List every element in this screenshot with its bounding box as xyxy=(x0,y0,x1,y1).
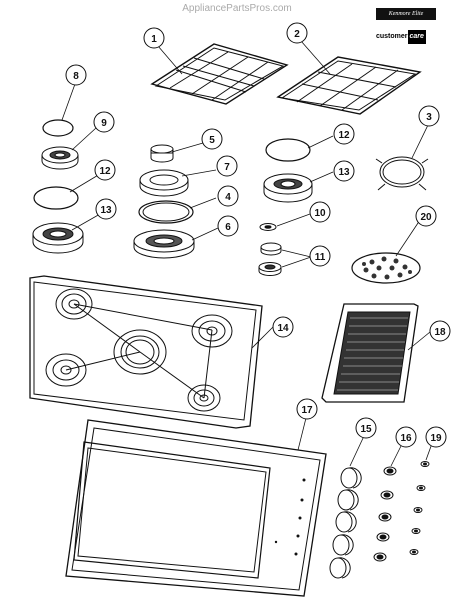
part-11-small-burner[interactable] xyxy=(258,242,282,276)
callout-2: 2 xyxy=(286,22,308,44)
callout-3: 3 xyxy=(418,105,440,127)
svg-text:16: 16 xyxy=(400,433,412,444)
callout-20: 20 xyxy=(415,205,437,227)
part-9-burner-base[interactable] xyxy=(41,146,79,170)
callout-4: 4 xyxy=(217,185,239,207)
svg-text:3: 3 xyxy=(426,112,432,123)
callout-1: 1 xyxy=(143,27,165,49)
callout-8: 8 xyxy=(65,64,87,86)
svg-text:2: 2 xyxy=(294,29,300,40)
svg-text:17: 17 xyxy=(301,405,313,416)
callout-13-right: 13 xyxy=(333,160,355,182)
part-5-simmer-cap[interactable] xyxy=(150,144,174,163)
part-2-grate-right[interactable] xyxy=(276,56,422,115)
part-8-burner-cap[interactable] xyxy=(42,119,74,137)
callout-14: 14 xyxy=(272,316,294,338)
part-12-burner-cap-left[interactable] xyxy=(33,186,79,210)
part-20-perforated-plate[interactable] xyxy=(351,252,421,284)
callout-13-left: 13 xyxy=(95,198,117,220)
part-14-cooktop-surface[interactable] xyxy=(29,275,263,429)
part-18-griddle[interactable] xyxy=(321,303,419,403)
svg-text:11: 11 xyxy=(315,252,326,263)
svg-text:8: 8 xyxy=(73,71,79,82)
part-17-cooktop-frame[interactable] xyxy=(65,419,327,597)
callout-5: 5 xyxy=(201,128,223,150)
part-1-grate-left[interactable] xyxy=(150,43,289,105)
svg-text:12: 12 xyxy=(99,166,111,177)
part-19-knob-clips[interactable] xyxy=(409,461,430,555)
callout-17: 17 xyxy=(296,398,318,420)
svg-text:4: 4 xyxy=(225,192,231,203)
part-16-knob-bezels[interactable] xyxy=(373,466,397,562)
svg-text:18: 18 xyxy=(434,327,446,338)
part-13-burner-base-left[interactable] xyxy=(32,222,84,254)
part-13-burner-base-right[interactable] xyxy=(263,173,313,203)
svg-text:20: 20 xyxy=(420,212,432,223)
svg-text:10: 10 xyxy=(314,208,326,219)
callout-15: 15 xyxy=(355,417,377,439)
callout-11: 11 xyxy=(309,245,331,267)
part-3-wok-ring[interactable] xyxy=(375,156,429,191)
svg-text:1: 1 xyxy=(151,34,157,45)
part-6-burner-base[interactable] xyxy=(133,229,195,259)
svg-text:12: 12 xyxy=(338,130,350,141)
svg-text:7: 7 xyxy=(224,162,230,173)
customer-text: customer xyxy=(376,33,408,40)
svg-text:13: 13 xyxy=(100,205,112,216)
part-15-control-knobs[interactable] xyxy=(329,467,362,579)
part-12-burner-cap-right[interactable] xyxy=(265,138,311,162)
part-7-burner-ring[interactable] xyxy=(139,169,189,197)
leader-lines xyxy=(61,40,435,467)
svg-text:14: 14 xyxy=(277,323,289,334)
svg-text:6: 6 xyxy=(225,222,231,233)
callout-12-left: 12 xyxy=(94,159,116,181)
svg-text:13: 13 xyxy=(338,167,350,178)
part-4-burner-ring-seal[interactable] xyxy=(138,200,194,224)
site-watermark: AppliancePartsPros.com xyxy=(182,3,292,14)
callout-7: 7 xyxy=(216,155,238,177)
care-text: care xyxy=(407,30,426,44)
callout-16: 16 xyxy=(395,426,417,448)
svg-text:19: 19 xyxy=(430,433,442,444)
callout-18: 18 xyxy=(429,320,451,342)
callout-9: 9 xyxy=(93,111,115,133)
brand-logo: Kenmore Elite xyxy=(376,8,436,20)
callout-19: 19 xyxy=(425,426,447,448)
callout-10: 10 xyxy=(309,201,331,223)
callout-6: 6 xyxy=(217,215,239,237)
part-10-small-cap[interactable] xyxy=(259,223,277,231)
svg-text:15: 15 xyxy=(360,424,372,435)
callout-12-right: 12 xyxy=(333,123,355,145)
svg-text:5: 5 xyxy=(209,135,215,146)
svg-text:9: 9 xyxy=(101,118,107,129)
